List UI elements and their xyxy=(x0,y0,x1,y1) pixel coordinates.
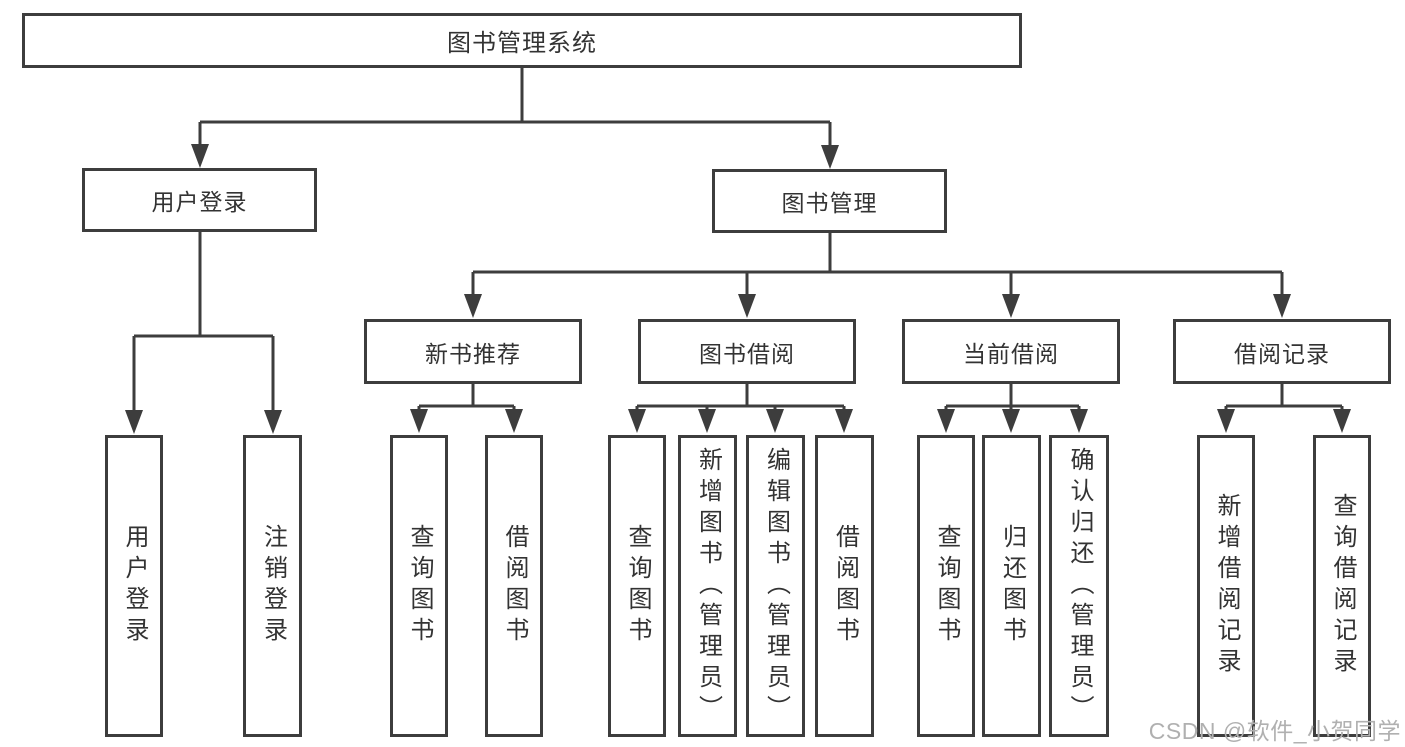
node-book-borrow: 图书借阅 xyxy=(638,319,856,384)
node-label: 图书管理 xyxy=(781,190,878,216)
node-label: 新增借阅记录 xyxy=(1213,493,1240,679)
node-query-books-borrow: 查询图书 xyxy=(608,435,666,737)
node-library-system: 图书管理系统 xyxy=(22,13,1022,68)
node-user-login: 用户登录 xyxy=(105,435,163,737)
node-label: 用户登录 xyxy=(151,189,248,215)
node-label: 编辑图书（管理员） xyxy=(762,446,790,726)
node-borrow-records: 借阅记录 xyxy=(1173,319,1391,384)
node-label: 用户登录 xyxy=(121,524,148,648)
node-label: 确认归还（管理员） xyxy=(1066,446,1093,726)
node-label: 新书推荐 xyxy=(425,340,521,367)
node-query-borrow-record: 查询借阅记录 xyxy=(1313,435,1371,737)
node-label: 当前借阅 xyxy=(963,340,1059,367)
node-book-management: 图书管理 xyxy=(712,169,947,233)
node-query-books-current: 查询图书 xyxy=(917,435,975,737)
node-add-borrow-record: 新增借阅记录 xyxy=(1197,435,1255,737)
node-label: 图书管理系统 xyxy=(447,30,597,57)
node-current-borrow: 当前借阅 xyxy=(902,319,1120,384)
node-new-book-recommend: 新书推荐 xyxy=(364,319,582,384)
node-label: 新增图书（管理员） xyxy=(694,446,722,726)
node-edit-book-admin: 编辑图书（管理员） xyxy=(746,435,805,737)
node-label: 归还图书 xyxy=(998,524,1026,648)
node-query-books-recommend: 查询图书 xyxy=(390,435,448,737)
node-add-book-admin: 新增图书（管理员） xyxy=(678,435,737,737)
csdn-watermark: CSDN @软件_小贺同学 xyxy=(1148,718,1401,744)
node-borrow-books: 借阅图书 xyxy=(815,435,874,737)
node-label: 借阅记录 xyxy=(1234,340,1330,367)
node-user-login-branch: 用户登录 xyxy=(82,168,317,232)
node-label: 注销登录 xyxy=(259,524,287,648)
arrowheads xyxy=(125,144,1351,434)
node-label: 借阅图书 xyxy=(501,524,528,648)
node-confirm-return-admin: 确认归还（管理员） xyxy=(1049,435,1109,737)
node-logout: 注销登录 xyxy=(243,435,302,737)
node-label: 查询图书 xyxy=(406,524,433,648)
node-label: 查询借阅记录 xyxy=(1329,493,1356,679)
node-label: 查询图书 xyxy=(933,524,960,648)
node-label: 图书借阅 xyxy=(699,340,795,367)
node-label: 借阅图书 xyxy=(831,524,859,648)
node-label: 查询图书 xyxy=(624,524,651,648)
node-return-books: 归还图书 xyxy=(982,435,1041,737)
node-borrow-books-recommend: 借阅图书 xyxy=(485,435,543,737)
